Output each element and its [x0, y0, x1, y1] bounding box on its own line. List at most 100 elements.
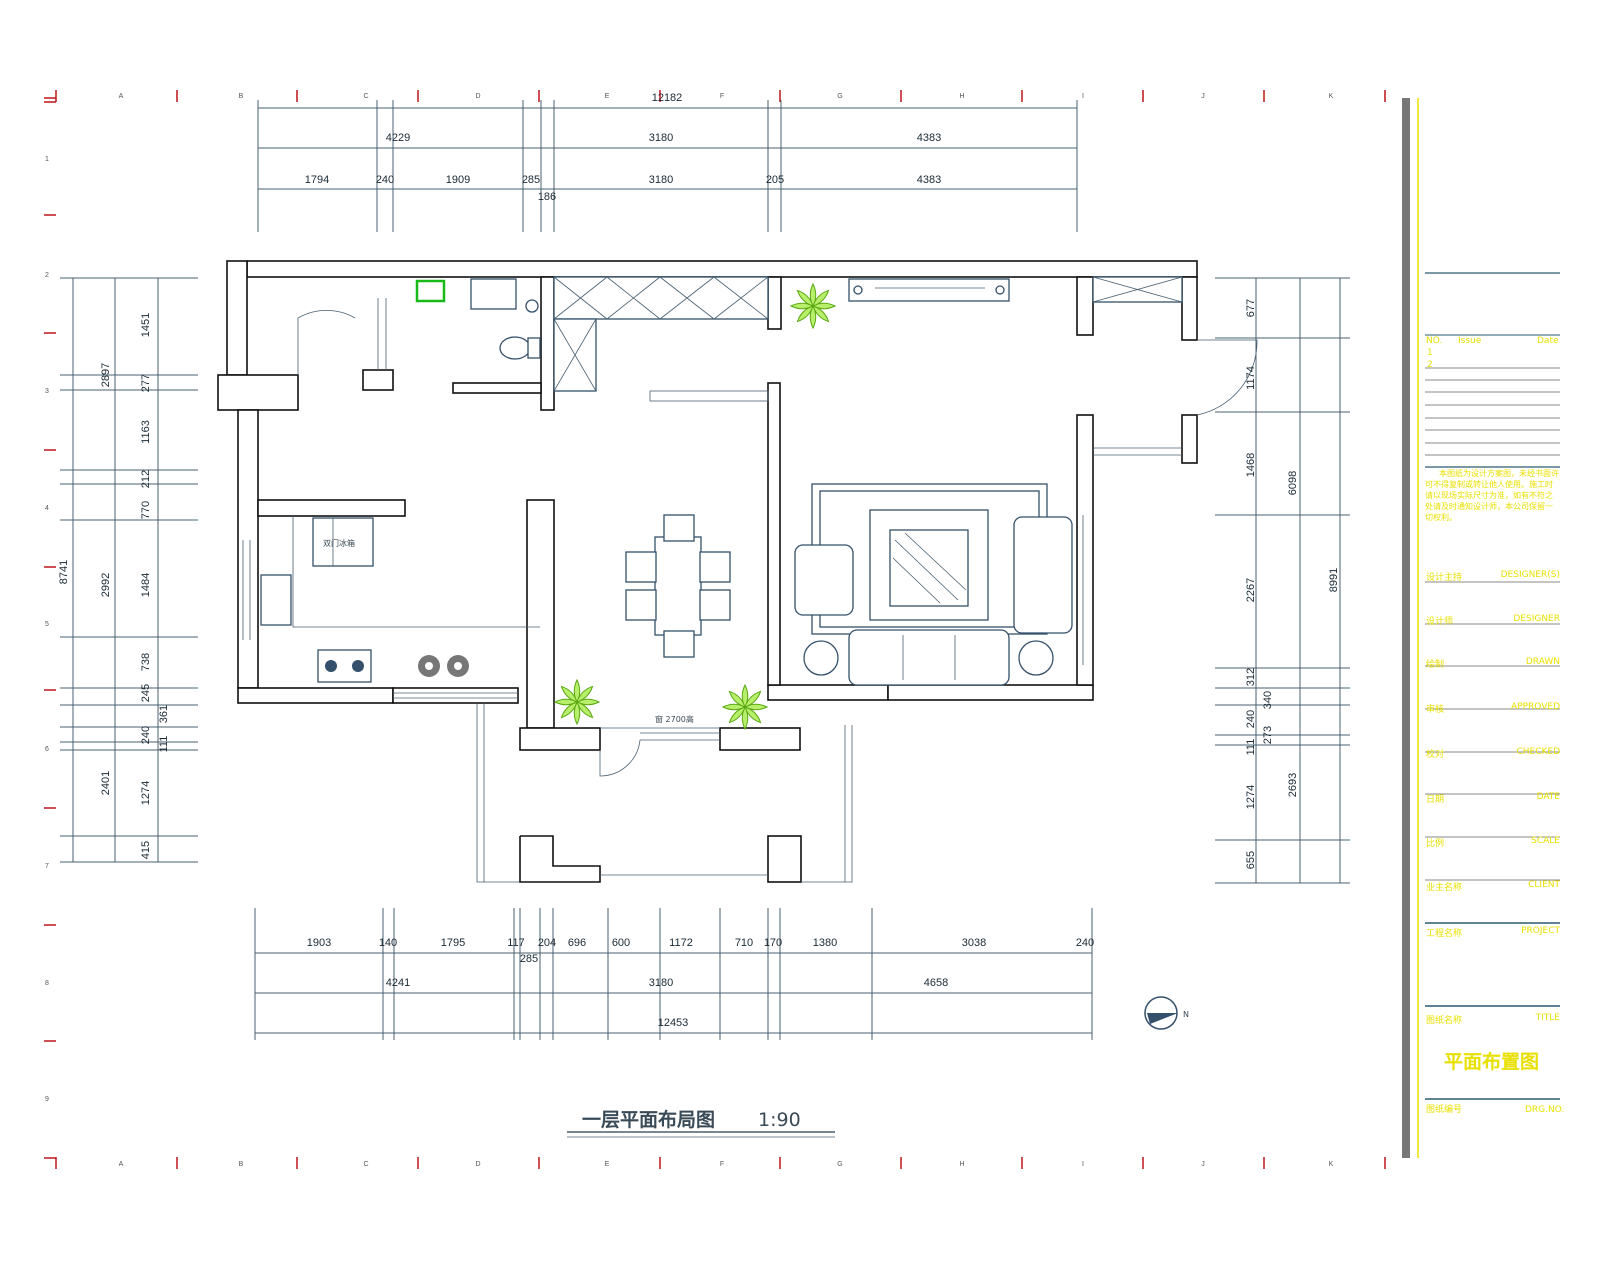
title-block-field-label-en: DRAWN [1526, 657, 1560, 667]
armchair [1013, 516, 1073, 634]
title-block-field-label: 图纸名称 [1426, 1014, 1462, 1026]
title-block-field-label-en: SCALE [1531, 836, 1560, 846]
title-block-field-label-en: DESIGNER(S) [1501, 570, 1560, 580]
grid-column-label: B [239, 93, 244, 100]
rev-header-no: NO. [1426, 336, 1442, 346]
grid-column-label: E [605, 1161, 610, 1168]
plant-leaf [809, 305, 817, 330]
sofa [848, 629, 1010, 686]
dimension-label: 3180 [649, 132, 673, 144]
dimension-label: 710 [735, 937, 753, 949]
grid-row-label: 9 [45, 1096, 49, 1103]
grid-column-label: A [119, 93, 124, 100]
dimension-label: 696 [568, 937, 586, 949]
plant-leaf [728, 706, 746, 724]
dimension-label: 1174 [1245, 366, 1257, 390]
grid-column-label: J [1201, 93, 1205, 100]
plant-icon [553, 678, 601, 726]
dimension-label: 340 [1262, 691, 1274, 709]
dimension-label: 361 [158, 705, 170, 723]
cabinet-upper [553, 276, 769, 392]
grid-row-label: 4 [45, 505, 49, 512]
dimension-label: 1451 [140, 313, 152, 337]
grid-row-label: 7 [45, 863, 49, 870]
title-block-field-label: 设计主持 [1426, 571, 1462, 583]
grid-column-label: H [959, 93, 964, 100]
grid-column-label: F [720, 93, 724, 100]
rev-header-issue: Issue [1458, 336, 1482, 346]
furniture: 双门冰箱 [260, 276, 1183, 731]
plant-leaf [812, 305, 830, 323]
title-block-notes: 本图纸为设计方案图，未经书面许可不得复制或转让他人使用。施工时请以现场实际尺寸为… [1425, 469, 1559, 522]
grid-row-label: 8 [45, 980, 49, 987]
plants [553, 282, 837, 731]
title-block-field-label-en: PROJECT [1521, 926, 1560, 936]
armchair [794, 544, 854, 616]
title-block-field-label: 日期 [1426, 794, 1444, 805]
plant-leaf [744, 703, 769, 711]
sink-icon [260, 574, 292, 626]
dimension-label: 1172 [669, 937, 693, 949]
dimension-label: 204 [538, 937, 556, 949]
dimension-label: 3038 [962, 937, 986, 949]
dimension-label: 2992 [100, 573, 112, 597]
title-block-field-label-en: CLIENT [1528, 880, 1560, 890]
dimension-label: 1903 [307, 937, 331, 949]
dimension-label: 2267 [1245, 578, 1257, 602]
grid-column-label: A [119, 1161, 124, 1168]
plant-leaf [789, 302, 814, 310]
title-block-field-label-en: APPROVED [1511, 702, 1560, 712]
storage-cabinet [1092, 276, 1183, 303]
dimension-label: 170 [764, 937, 782, 949]
dining-table-set [625, 514, 731, 658]
basin-icon [415, 279, 446, 303]
grid-column-label: F [720, 1161, 724, 1168]
plant-leaf [576, 685, 594, 703]
plant-leaf [741, 683, 749, 708]
rev-header-date: Date [1537, 336, 1559, 346]
dimension-label: 1380 [813, 937, 837, 949]
plant-leaf [741, 706, 749, 731]
plant-leaf [560, 685, 578, 703]
dimension-label: 4241 [386, 977, 410, 989]
dimension-label: 245 [140, 684, 152, 702]
rev-mark: 1 [1427, 348, 1433, 358]
dimension-label: 240 [1076, 937, 1094, 949]
dimension-label: 4383 [917, 174, 941, 186]
dimension-label: 415 [140, 841, 152, 859]
dimension-label: 273 [1262, 726, 1274, 744]
bathroom-fixtures [377, 278, 541, 370]
dimension-label: 4383 [917, 132, 941, 144]
plant-leaf [553, 698, 578, 706]
drawing-title: 一层平面布局图 1:90 [567, 1108, 835, 1138]
grid-row-label: 2 [45, 272, 49, 279]
grid-column-label: K [1329, 93, 1334, 100]
dimension-label: 1794 [305, 174, 329, 186]
plant-leaf [744, 690, 762, 708]
title-block: NO. Issue Date 1 2 本图纸为设计方案图，未经书面许可不得复制或… [1402, 98, 1564, 1158]
grid-column-label: E [605, 93, 610, 100]
plant-leaf [744, 706, 762, 724]
dimension-label: 240 [376, 174, 394, 186]
title-block-field-label-en: DESIGNER [1513, 614, 1560, 624]
grid-row-label: 1 [45, 156, 49, 163]
plant-leaf [721, 703, 746, 711]
grid-column-label: H [959, 1161, 964, 1168]
grid-column-label: C [363, 1161, 368, 1168]
title-block-field-label: 工程名称 [1426, 927, 1462, 939]
title-block-field-label-en: TITLE [1535, 1013, 1561, 1023]
plant-leaf [796, 305, 814, 323]
dimension-label: 4658 [924, 977, 948, 989]
title-block-field-label-en: DATE [1537, 792, 1561, 802]
dimension-label: 2401 [100, 771, 112, 795]
living-room-sofa-set [794, 483, 1073, 686]
plant-leaf [809, 282, 817, 307]
dimension-label: 186 [538, 191, 556, 203]
grid-column-label: G [837, 1161, 842, 1168]
dimension-lines [60, 100, 1350, 1040]
title-block-field-label: 审核 [1426, 703, 1444, 715]
dimension-label: 770 [140, 501, 152, 519]
